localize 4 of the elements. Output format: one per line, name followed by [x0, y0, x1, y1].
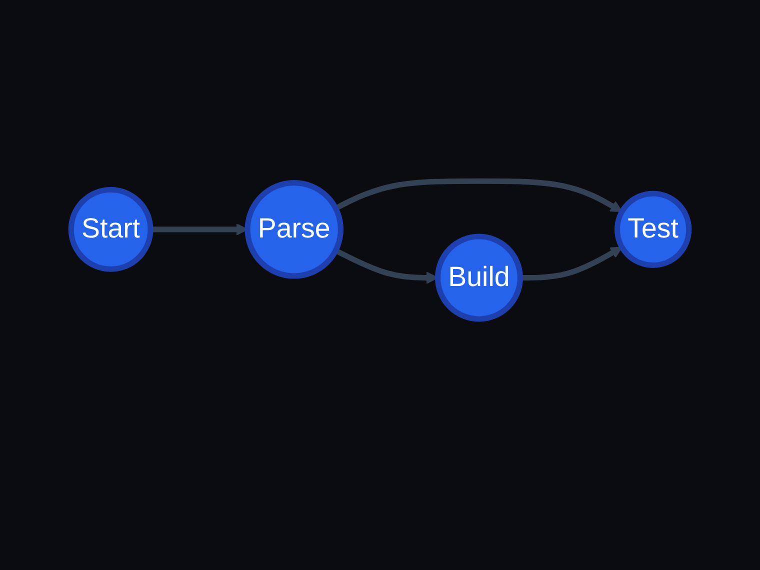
node-circle: Test: [614, 190, 692, 268]
node-circle: Parse: [244, 180, 344, 279]
node-circle: Build: [434, 234, 523, 322]
node-circle: Start: [68, 186, 154, 272]
